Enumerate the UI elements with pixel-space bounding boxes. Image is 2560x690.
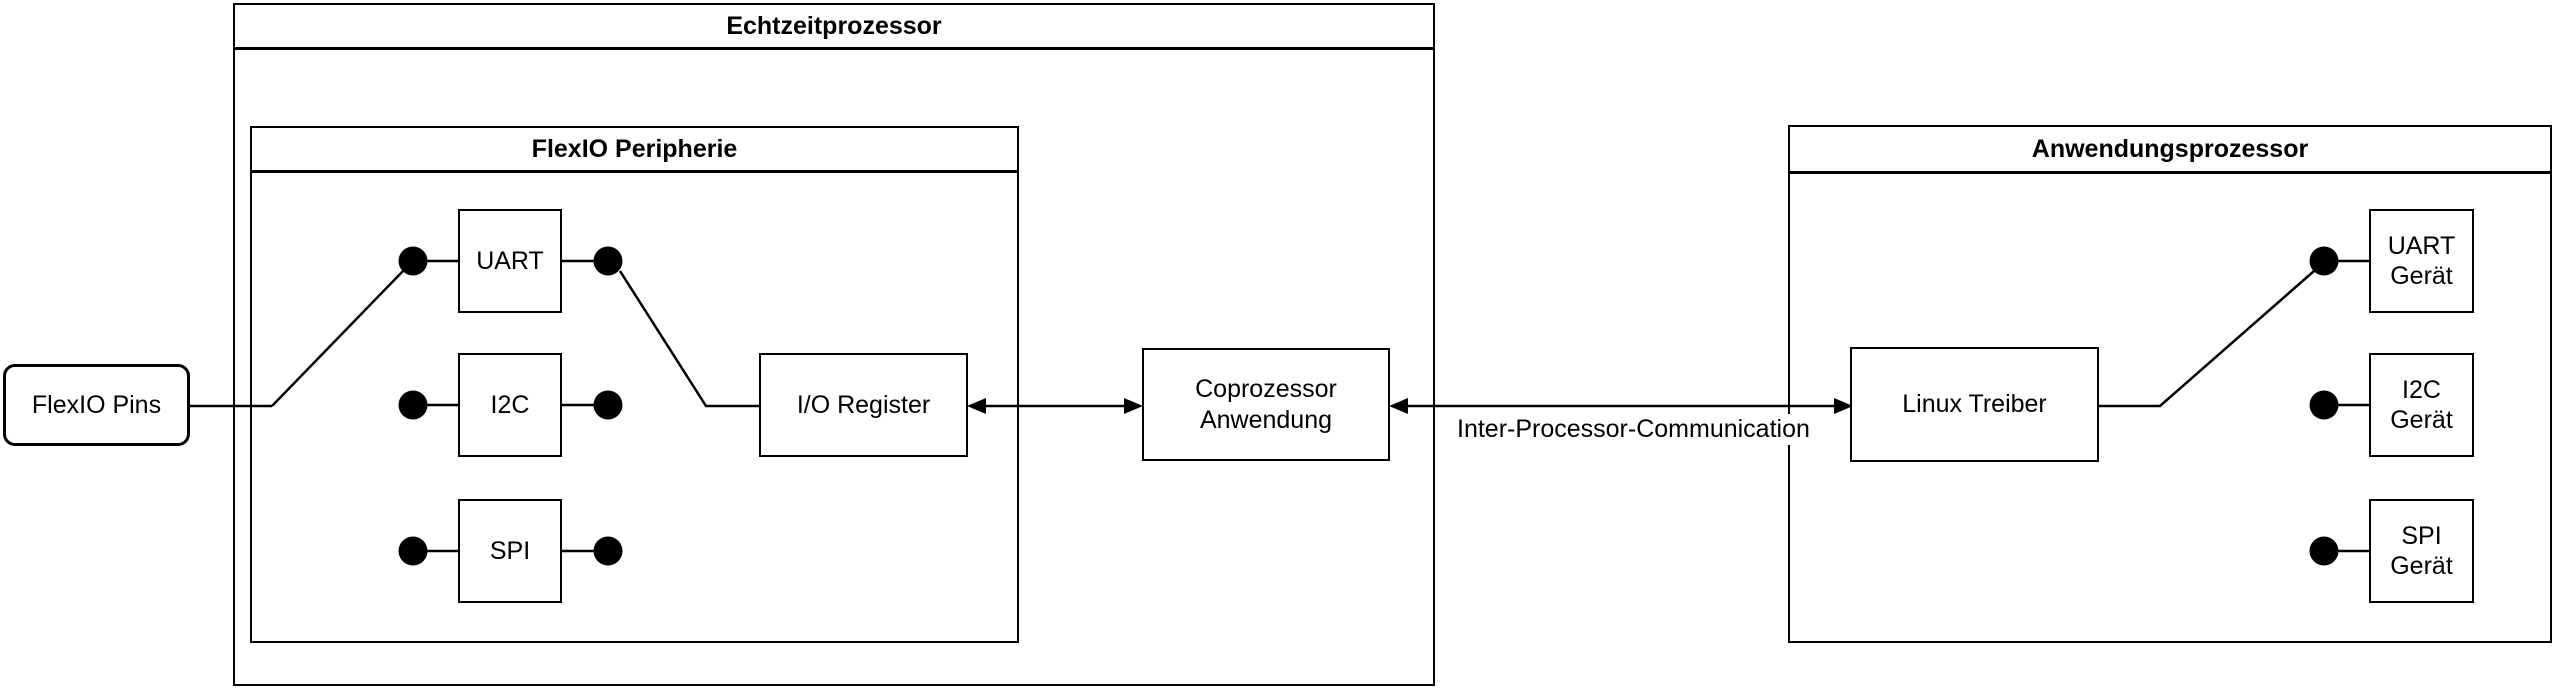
node-uart: UART	[458, 209, 562, 313]
node-linux-treiber: Linux Treiber	[1850, 347, 2099, 462]
node-io-register: I/O Register	[759, 353, 968, 457]
node-i2c-geraet: I2C Gerät	[2369, 353, 2474, 457]
node-flexio-pins-label: FlexIO Pins	[31, 390, 162, 419]
node-i2c-geraet-label: I2C Gerät	[2390, 375, 2453, 435]
container-echtzeitprozessor: Echtzeitprozessor	[233, 3, 1435, 686]
node-uart-geraet-label: UART Gerät	[2387, 231, 2456, 291]
node-linux-treiber-label: Linux Treiber	[1902, 390, 2047, 419]
node-uart-label: UART	[476, 246, 544, 275]
node-spi-geraet-label: SPI Gerät	[2390, 521, 2453, 581]
node-coprozessor-anwendung: Coprozessor Anwendung	[1142, 348, 1390, 461]
node-spi: SPI	[458, 499, 562, 603]
container-anwendungsprozessor: Anwendungsprozessor	[1788, 125, 2552, 643]
node-io-register-label: I/O Register	[796, 390, 931, 419]
node-coprozessor-anwendung-label: Coprozessor Anwendung	[1195, 375, 1337, 434]
container-flexio-peripherie: FlexIO Peripherie	[250, 126, 1019, 643]
node-i2c: I2C	[458, 353, 562, 457]
node-flexio-pins: FlexIO Pins	[3, 364, 190, 446]
node-uart-geraet: UART Gerät	[2369, 209, 2474, 313]
node-i2c-label: I2C	[490, 390, 530, 419]
container-flexio-peripherie-title: FlexIO Peripherie	[252, 128, 1017, 173]
ipc-edge-label: Inter-Processor-Communication	[1452, 414, 1815, 445]
node-spi-label: SPI	[489, 536, 531, 565]
node-spi-geraet: SPI Gerät	[2369, 499, 2474, 603]
container-anwendungsprozessor-title: Anwendungsprozessor	[1790, 127, 2550, 174]
container-echtzeitprozessor-title: Echtzeitprozessor	[235, 5, 1433, 50]
